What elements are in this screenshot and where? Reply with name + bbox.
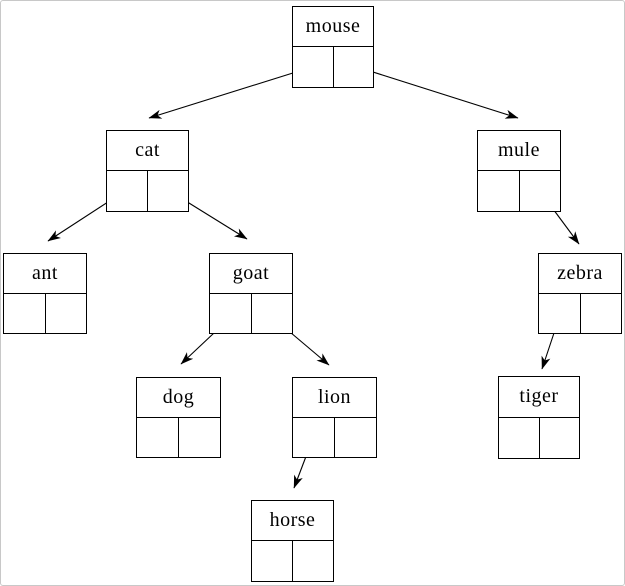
tree-node-label: dog (137, 378, 220, 418)
right-pointer-cell (335, 418, 376, 458)
left-pointer-cell (252, 541, 293, 581)
tree-node-label: lion (293, 378, 376, 418)
tree-node-label: horse (252, 501, 333, 541)
tree-node-label: goat (210, 254, 292, 294)
tree-node-ant: ant (3, 253, 87, 334)
tree-node-pointer-cells (293, 417, 376, 458)
left-pointer-cell (539, 293, 581, 333)
left-pointer-cell (293, 417, 335, 457)
tree-node-label: tiger (499, 377, 579, 418)
right-pointer-cell (581, 294, 622, 334)
tree-node-cat: cat (106, 130, 189, 212)
tree-node-pointer-cells (107, 171, 188, 211)
right-pointer-cell (179, 418, 220, 458)
tree-node-mouse: mouse (292, 6, 374, 88)
tree-node-pointer-cells (137, 417, 220, 458)
left-pointer-cell (478, 171, 520, 211)
right-pointer-cell (46, 294, 87, 334)
right-pointer-cell (520, 171, 561, 211)
tree-node-pointer-cells (293, 47, 373, 87)
left-pointer-cell (4, 293, 46, 333)
tree-node-label: cat (107, 131, 188, 171)
right-pointer-cell (148, 171, 188, 211)
right-pointer-cell (540, 418, 580, 459)
tree-node-pointer-cells (210, 293, 293, 334)
tree-node-lion: lion (292, 377, 377, 458)
edge-mouse-to-mule (353, 65, 519, 119)
tree-node-pointer-cells (478, 171, 560, 211)
tree-node-dog: dog (136, 377, 221, 458)
tree-node-goat: goat (209, 253, 293, 334)
tree-node-label: mouse (293, 7, 373, 47)
left-pointer-cell (210, 293, 252, 333)
tree-node-pointer-cells (252, 541, 333, 581)
tree-node-mule: mule (477, 130, 561, 212)
left-pointer-cell (293, 47, 334, 87)
left-pointer-cell (137, 417, 179, 457)
tree-node-pointer-cells (499, 417, 580, 459)
tree-node-label: ant (4, 254, 86, 294)
tree-node-pointer-cells (4, 293, 87, 334)
edge-mouse-to-cat (148, 66, 313, 119)
tree-node-label: mule (478, 131, 560, 171)
right-pointer-cell (252, 294, 293, 334)
left-pointer-cell (499, 417, 540, 458)
tree-node-tiger: tiger (498, 376, 580, 459)
left-pointer-cell (107, 171, 148, 211)
right-pointer-cell (334, 47, 374, 87)
right-pointer-cell (293, 541, 333, 581)
tree-node-zebra: zebra (538, 253, 622, 334)
tree-node-label: zebra (539, 254, 621, 294)
tree-node-horse: horse (251, 500, 334, 582)
tree-node-pointer-cells (539, 293, 622, 334)
